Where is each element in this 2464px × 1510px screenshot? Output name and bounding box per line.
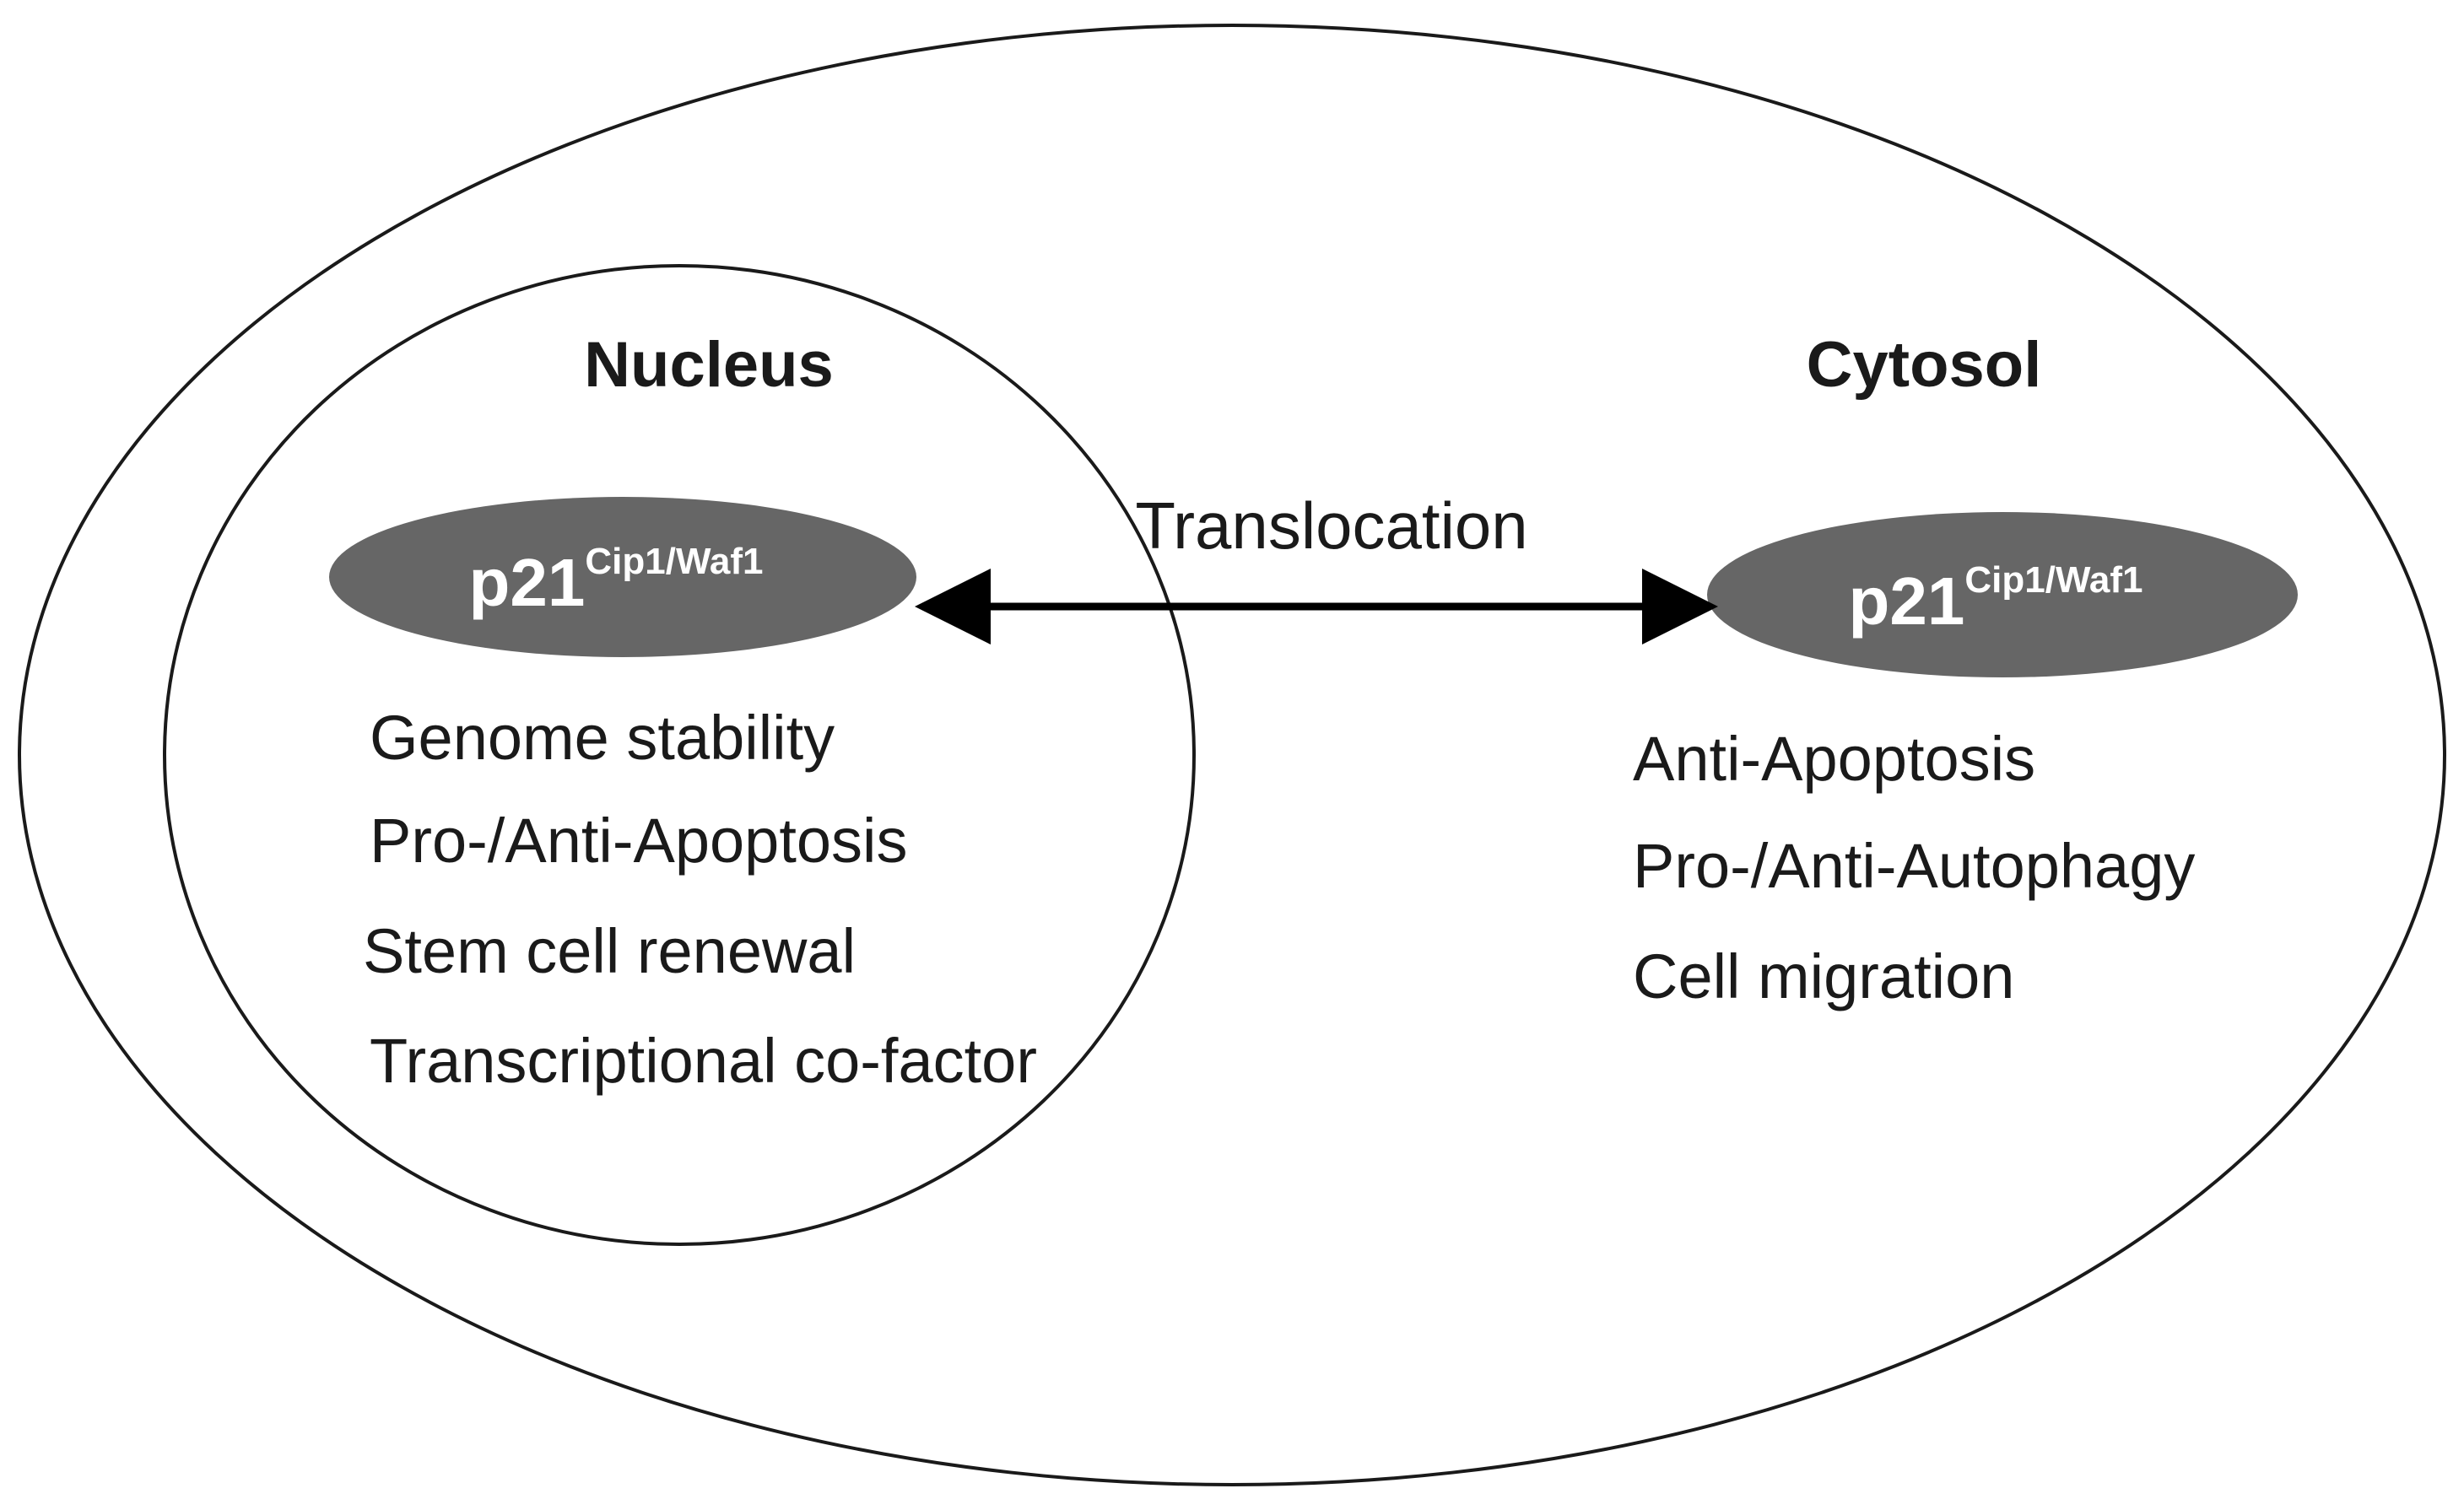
- nucleus-function-list: Genome stability Pro-/Anti-Apoptosis Ste…: [363, 703, 1037, 1096]
- cytosol-p21-protein: p21Cip1/Waf1: [1707, 512, 2298, 677]
- nucleus-function-item: Pro-/Anti-Apoptosis: [370, 806, 908, 876]
- cytosol-function-item: Cell migration: [1633, 941, 2014, 1011]
- cytosol-function-item: Anti-Apoptosis: [1633, 724, 2035, 794]
- nucleus-p21-name: p21: [469, 545, 586, 620]
- cell-membrane: [18, 24, 2446, 1486]
- nucleus-function-item: Transcriptional co-factor: [370, 1026, 1037, 1096]
- nucleus-p21-ellipse: [329, 497, 916, 657]
- svg-text:p21Cip1/Waf1: p21Cip1/Waf1: [469, 541, 764, 620]
- cytosol-title: Cytosol: [1807, 329, 2042, 401]
- cytosol-function-item: Pro-/Anti-Autophagy: [1633, 831, 2195, 901]
- cytosol-p21-superscript: Cip1/Waf1: [1964, 559, 2142, 601]
- nucleus-function-item: Stem cell renewal: [363, 916, 856, 986]
- nucleus-p21-protein: p21Cip1/Waf1: [329, 497, 916, 657]
- svg-text:p21Cip1/Waf1: p21Cip1/Waf1: [1849, 559, 2143, 639]
- cytosol-function-list: Anti-Apoptosis Pro-/Anti-Autophagy Cell …: [1633, 724, 2195, 1011]
- nucleus-p21-superscript: Cip1/Waf1: [585, 541, 763, 582]
- cytosol-p21-ellipse: [1707, 512, 2298, 677]
- nucleus-function-item: Genome stability: [370, 703, 835, 773]
- nucleus-title: Nucleus: [584, 329, 834, 401]
- translocation-label: Translocation: [1135, 488, 1527, 563]
- nucleus-membrane: [163, 264, 1196, 1246]
- cytosol-p21-name: p21: [1849, 564, 1965, 639]
